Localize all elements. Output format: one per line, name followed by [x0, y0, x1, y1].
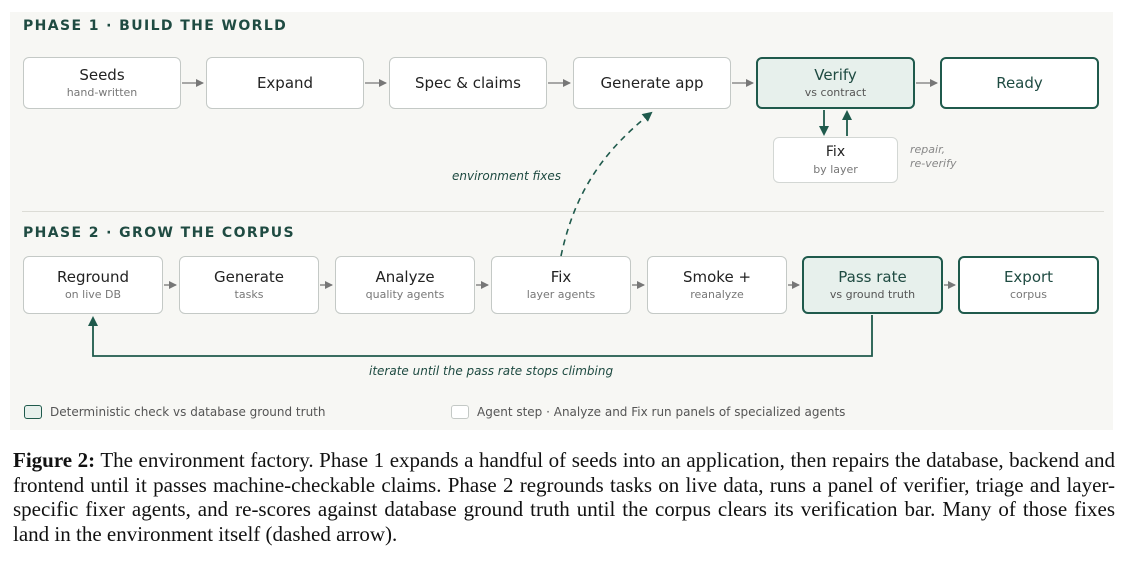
expand-label: Expand [256, 74, 314, 92]
legend-swatch-deterministic [24, 405, 42, 419]
caption-text: The environment factory. Phase 1 expands… [13, 448, 1115, 546]
fix-label: Fix [825, 144, 846, 160]
analyze-sublabel: quality agents [365, 288, 445, 301]
legend-deterministic-text: Deterministic check vs database ground t… [50, 405, 326, 419]
arrow-iterate-loop [88, 315, 873, 357]
phase1-title: PHASE 1 · BUILD THE WORLD [23, 18, 288, 34]
spec-claims-box: Spec & claims [389, 57, 547, 109]
pass-rate-box: Pass rate vs ground truth [802, 256, 943, 314]
verify-sublabel: vs contract [804, 86, 867, 99]
legend-agent-text: Agent step · Analyze and Fix run panels … [477, 405, 846, 419]
export-sublabel: corpus [1010, 288, 1047, 301]
export-label: Export [1003, 268, 1054, 286]
arrow-environment-fixes [560, 111, 653, 257]
generate-sublabel: tasks [234, 288, 264, 301]
reground-label: Reground [56, 268, 130, 286]
generate-app-label: Generate app [600, 74, 704, 92]
fix-by-layer-box: Fix by layer [773, 137, 898, 183]
fix-sublabel: by layer [813, 163, 858, 176]
reground-box: Reground on live DB [23, 256, 163, 314]
reground-sublabel: on live DB [64, 288, 122, 301]
generate-app-box: Generate app [573, 57, 731, 109]
verify-label: Verify [814, 66, 857, 84]
ready-label: Ready [996, 74, 1043, 92]
repair-note-line2: re-verify [910, 157, 957, 170]
environment-fixes-note: environment fixes [452, 169, 561, 183]
analyze-box: Analyze quality agents [335, 256, 475, 314]
pass-rate-label: Pass rate [838, 268, 907, 286]
analyze-label: Analyze [375, 268, 435, 286]
fix-agents-box: Fix layer agents [491, 256, 631, 314]
smoke-sublabel: reanalyze [690, 288, 744, 301]
seeds-sublabel: hand-written [66, 86, 138, 99]
pass-rate-sublabel: vs ground truth [829, 288, 916, 301]
phase-divider [22, 211, 1104, 212]
smoke-box: Smoke + reanalyze [647, 256, 787, 314]
figure-caption: Figure 2: The environment factory. Phase… [13, 448, 1115, 546]
generate-label: Generate [213, 268, 285, 286]
expand-box: Expand [206, 57, 364, 109]
repair-note: repair, re-verify [910, 143, 957, 171]
seeds-label: Seeds [79, 66, 125, 84]
generate-tasks-box: Generate tasks [179, 256, 319, 314]
repair-note-line1: repair, [910, 143, 946, 156]
spec-claims-label: Spec & claims [415, 74, 521, 92]
export-box: Export corpus [958, 256, 1099, 314]
loop-note: iterate until the pass rate stops climbi… [369, 364, 614, 378]
phase2-title: PHASE 2 · GROW THE CORPUS [23, 225, 296, 241]
legend-swatch-agent [451, 405, 469, 419]
smoke-label: Smoke + [682, 268, 752, 286]
ready-box: Ready [940, 57, 1099, 109]
fix-agents-label: Fix [550, 268, 572, 286]
seeds-box: Seeds hand-written [23, 57, 181, 109]
verify-box: Verify vs contract [756, 57, 915, 109]
diagram-panel [10, 12, 1113, 430]
fix-agents-sublabel: layer agents [526, 288, 596, 301]
caption-label: Figure 2: [13, 448, 96, 472]
